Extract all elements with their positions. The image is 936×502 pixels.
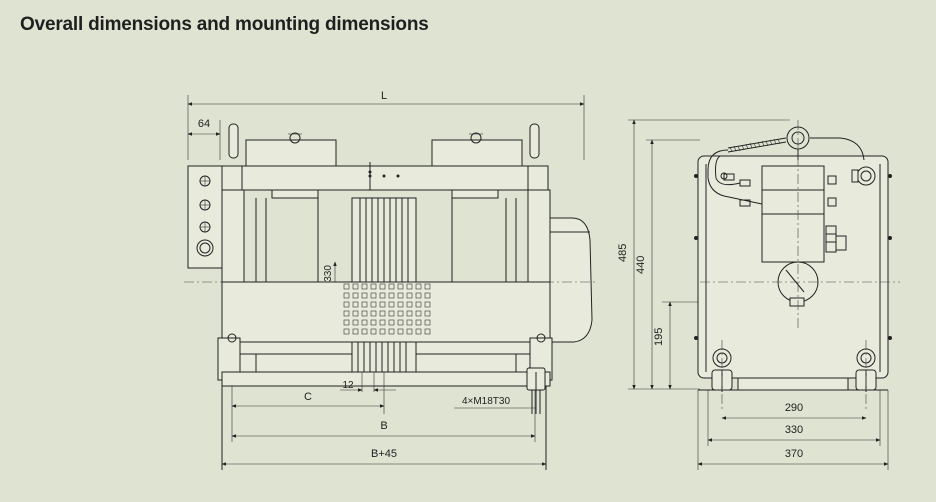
page-title: Overall dimensions and mounting dimensio…	[20, 14, 429, 35]
grid-hole	[415, 292, 422, 299]
grid-hole	[397, 310, 404, 317]
bottom-sheave-stubs	[351, 341, 417, 373]
grid-hole	[370, 310, 377, 317]
grid-hole	[406, 292, 413, 299]
grid-hole	[397, 328, 404, 335]
grid-hole	[424, 292, 431, 299]
grid-hole	[343, 319, 350, 326]
grid-hole	[361, 301, 368, 308]
grid-hole	[352, 328, 359, 335]
grid-hole	[397, 301, 404, 308]
grid-hole	[415, 319, 422, 326]
grid-hole	[343, 292, 350, 299]
sheave-grooves	[351, 197, 417, 283]
dim-330-label: 330	[785, 424, 803, 436]
grid-hole	[379, 301, 386, 308]
grid-hole	[343, 283, 350, 290]
grid-hole	[424, 310, 431, 317]
dim-L-label: L	[381, 90, 387, 102]
grid-hole	[424, 328, 431, 335]
grid-hole	[424, 301, 431, 308]
grid-hole	[361, 328, 368, 335]
grid-hole	[406, 310, 413, 317]
grid-hole	[361, 310, 368, 317]
grid-hole	[406, 319, 413, 326]
dim-290-label: 290	[785, 402, 803, 414]
grid-hole	[388, 328, 395, 335]
grid-hole	[352, 310, 359, 317]
grid-hole	[361, 292, 368, 299]
grid-hole	[397, 319, 404, 326]
bolt-spec-label: 4×M18T30	[462, 396, 511, 407]
grid-hole	[352, 283, 359, 290]
dim-B45-label: B+45	[371, 448, 397, 460]
grid-hole	[388, 301, 395, 308]
grid-hole	[406, 301, 413, 308]
hole-grid	[343, 283, 431, 335]
dim-440-label: 440	[635, 256, 647, 274]
grid-hole	[388, 283, 395, 290]
grid-hole	[388, 319, 395, 326]
terminal-glands	[196, 175, 214, 257]
grid-hole	[388, 310, 395, 317]
grid-hole	[415, 310, 422, 317]
grid-hole	[352, 292, 359, 299]
grid-hole	[397, 283, 404, 290]
grid-hole	[424, 283, 431, 290]
grid-hole	[352, 301, 359, 308]
grid-hole	[415, 328, 422, 335]
grid-hole	[361, 319, 368, 326]
grid-hole	[415, 283, 422, 290]
grid-hole	[343, 301, 350, 308]
grid-hole	[388, 292, 395, 299]
grid-hole	[397, 292, 404, 299]
grid-hole	[379, 283, 386, 290]
grid-hole	[370, 292, 377, 299]
grid-hole	[370, 283, 377, 290]
side-view: 485 440 195	[617, 119, 900, 470]
grid-hole	[370, 328, 377, 335]
dim-64-label: 64	[198, 118, 210, 130]
grid-hole	[379, 310, 386, 317]
spring-coils	[729, 138, 781, 153]
grid-hole	[379, 292, 386, 299]
dim-485-label: 485	[617, 244, 629, 262]
grid-hole	[361, 283, 368, 290]
grid-hole	[370, 301, 377, 308]
grid-hole	[343, 310, 350, 317]
dim-C-label: C	[304, 391, 312, 403]
grid-hole	[415, 301, 422, 308]
grid-hole	[379, 319, 386, 326]
grid-hole	[424, 319, 431, 326]
dim-195-label: 195	[653, 328, 665, 346]
dim-370-label: 370	[785, 448, 803, 460]
grid-hole	[379, 328, 386, 335]
grid-hole	[406, 283, 413, 290]
grid-hole	[343, 328, 350, 335]
dim-12-label: 12	[342, 380, 354, 391]
grid-hole	[406, 328, 413, 335]
grid-hole	[352, 319, 359, 326]
dim-B-label: B	[380, 420, 387, 432]
grid-hole	[370, 319, 377, 326]
front-view: L 64	[184, 90, 598, 470]
